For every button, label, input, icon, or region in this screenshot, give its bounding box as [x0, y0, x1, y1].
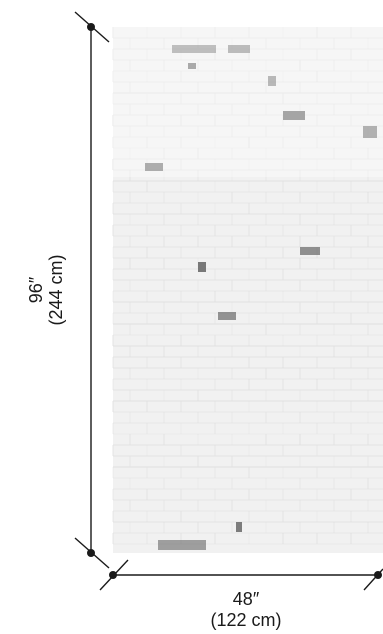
dark-brick [188, 63, 196, 69]
panel-top-haze [113, 27, 383, 177]
height-dimension: 96″ (244 cm) [26, 11, 110, 569]
dark-brick [236, 522, 242, 532]
dark-brick [218, 312, 236, 320]
height-bottom-endpoint [87, 549, 95, 557]
dark-brick [145, 163, 163, 171]
width-right-endpoint [374, 571, 382, 579]
dark-brick [300, 247, 320, 255]
width-imperial-label: 48″ [233, 589, 260, 609]
wallpaper-panel [112, 27, 383, 553]
dark-brick [268, 76, 276, 86]
dark-brick [198, 262, 206, 272]
width-metric-label: (122 cm) [210, 610, 281, 630]
dark-bricks [145, 45, 377, 550]
dark-brick [363, 126, 377, 138]
dark-brick [158, 540, 206, 550]
dark-brick [283, 111, 305, 120]
width-dimension: 48″ (122 cm) [99, 559, 383, 630]
dark-brick [172, 45, 216, 53]
dark-brick [228, 45, 250, 53]
height-top-endpoint [87, 23, 95, 31]
height-metric-label: (244 cm) [46, 254, 66, 325]
height-imperial-label: 96″ [26, 276, 46, 303]
width-left-endpoint [109, 571, 117, 579]
